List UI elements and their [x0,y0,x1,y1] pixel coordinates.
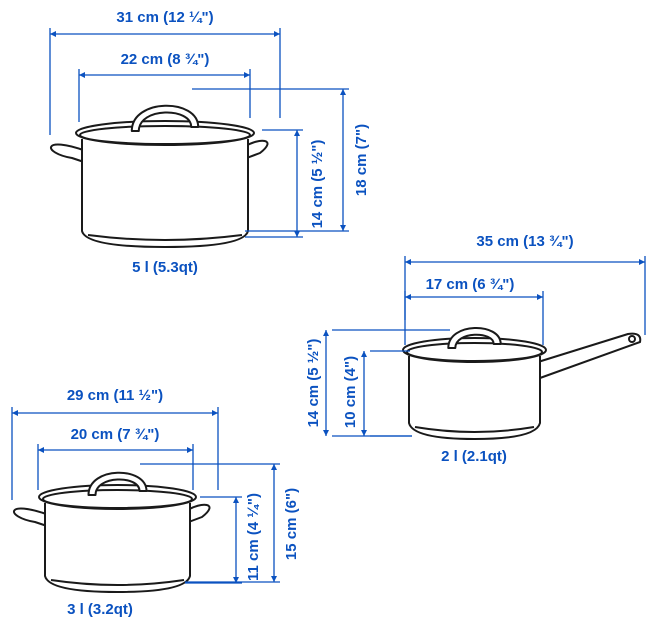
arrow-head-icon [294,130,300,136]
pot-5l-body [81,139,249,248]
arrow-head-icon [233,497,239,503]
pot-5l-outer-width-label: 31 cm (12 ¼") [116,9,213,26]
saucepan-lid-rim [406,342,543,362]
arrow-head-icon [50,31,56,37]
pot-5l-lid-rim [79,125,251,145]
saucepan-total-height-label: 14 cm (5 ½") [305,339,322,428]
arrow-head-icon [537,294,543,300]
arrow-head-icon [12,410,18,416]
arrow-head-icon [233,577,239,583]
pot-3l-right-handle [185,503,211,524]
saucepan-body-height-label: 10 cm (4") [342,356,359,428]
pot-drawings [13,104,642,593]
arrow-head-icon [639,259,645,265]
pot-5l-lid-width-label: 22 cm (8 ¾") [121,51,210,68]
pot-5l-body-height-label: 14 cm (5 ½") [309,140,326,229]
arrow-head-icon [340,225,346,231]
arrow-head-icon [79,72,85,78]
pot-5l-volume-label: 5 l (5.3qt) [132,259,198,276]
arrow-head-icon [212,410,218,416]
pot-3l-total-height-label: 15 cm (6") [283,488,300,560]
arrow-head-icon [38,447,44,453]
saucepan-long-handle [537,332,642,379]
arrow-head-icon [340,89,346,95]
arrow-head-icon [244,72,250,78]
pot-3l-body-height-label: 11 cm (4 ¼") [245,493,262,581]
pot-3l-base-line [50,579,185,586]
pot-3l-body [44,503,191,593]
pot-5l-total-height-label: 18 cm (7") [353,124,370,196]
arrow-head-icon [271,464,277,470]
pot-3l-outer-width-label: 29 cm (11 ½") [67,387,163,404]
saucepan-body [408,356,541,440]
arrow-head-icon [405,294,411,300]
arrow-head-icon [274,31,280,37]
saucepan-lid-width-label: 17 cm (6 ¾") [426,276,515,293]
arrow-head-icon [405,259,411,265]
arrow-head-icon [323,330,329,336]
pot-3l-volume-label: 3 l (3.2qt) [67,601,133,618]
pot-3l-lid-width-label: 20 cm (7 ¾") [71,426,160,443]
pot-5l-right-handle [243,139,269,160]
arrow-head-icon [323,430,329,436]
arrow-head-icon [271,576,277,582]
pot-5l-base-line [87,234,243,241]
saucepan-lid-knob [447,327,502,349]
arrow-head-icon [361,430,367,436]
pot-3l-lid-rim [42,489,193,509]
saucepan-handle-hole [628,335,636,343]
dimension-lines [11,28,646,584]
saucepan-volume-label: 2 l (2.1qt) [441,448,507,465]
saucepan-total-length-label: 35 cm (13 ¾") [476,233,573,250]
arrow-head-icon [187,447,193,453]
saucepan-base-line [414,426,535,433]
arrow-head-icon [294,231,300,237]
pot-5l-lid-knob [130,104,200,132]
arrow-head-icon [361,351,367,357]
pot-3l-lid-knob [87,471,148,496]
